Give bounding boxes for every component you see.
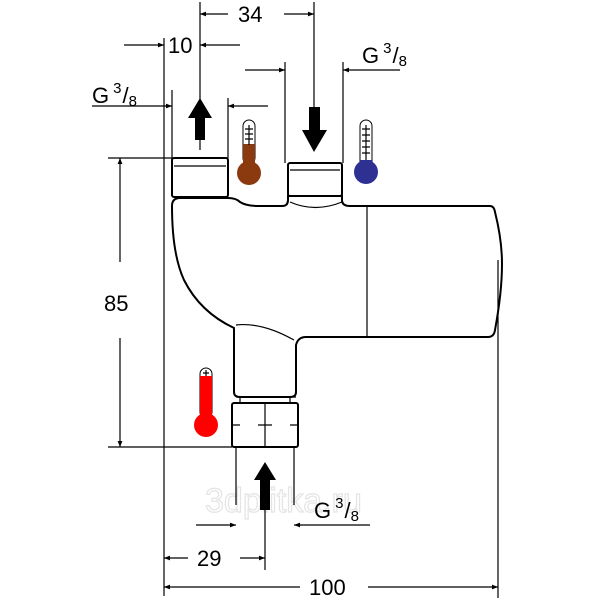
warm-thermometer-icon [237, 119, 261, 185]
mixer-body [170, 195, 504, 398]
watermark: 3dplitka.ru [205, 482, 362, 520]
svg-text:G3/8: G3/8 [314, 495, 359, 525]
left-fitting [171, 157, 229, 198]
inlet-up-arrow-icon [254, 462, 276, 510]
dimension-85: 85 [104, 158, 128, 447]
dimension-34: 34 [200, 2, 314, 27]
dim-100-label: 100 [309, 575, 346, 600]
dim-29-label: 29 [197, 546, 221, 571]
dimension-29: 29 [164, 546, 265, 571]
outlet-up-arrow-icon [188, 98, 212, 140]
hot-thermometer-icon [194, 367, 218, 437]
dim-34-label: 34 [238, 2, 262, 27]
bottom-nut [231, 398, 299, 448]
inlet-down-arrow-icon [302, 107, 327, 152]
dim-85-label: 85 [104, 291, 128, 316]
cold-thermometer-icon [354, 119, 378, 184]
right-fitting [287, 162, 343, 197]
dimension-10: 10 [124, 33, 240, 58]
dim-10-label: 10 [168, 33, 192, 58]
dimension-100: 100 [164, 575, 498, 600]
svg-text:G3/8: G3/8 [362, 40, 407, 70]
svg-text:G3/8: G3/8 [92, 80, 137, 110]
